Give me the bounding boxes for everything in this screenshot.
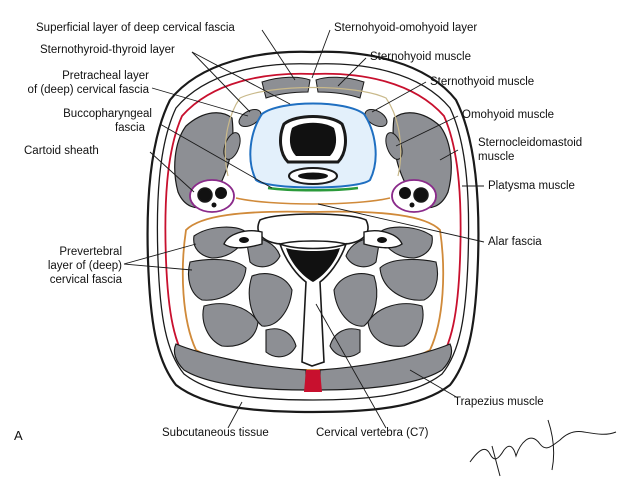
jugular-vein-left xyxy=(215,187,227,199)
label-pretracheal-2: of (deep) cervical fascia xyxy=(27,84,149,96)
label-pretracheal-1: Pretracheal layer xyxy=(62,70,149,82)
label-cervical-vertebra: Cervical vertebra (C7) xyxy=(316,427,429,439)
esophagus-lumen xyxy=(298,172,328,180)
label-prevertebral-1: Prevertebral xyxy=(59,246,122,258)
label-subcutaneous-tissue: Subcutaneous tissue xyxy=(162,427,269,439)
platysma-line xyxy=(156,63,470,401)
label-buccopharyngeal-2: fascia xyxy=(114,122,145,134)
label-sternothyoid-muscle: Sternothyoid muscle xyxy=(430,76,535,88)
signature xyxy=(469,419,617,477)
nuchal-ligament xyxy=(304,370,322,392)
label-alar-fascia: Alar fascia xyxy=(488,236,542,248)
prevertebral-fascia xyxy=(181,210,445,371)
label-sternohyoid-omohyoid-layer: Sternohyoid-omohyoid layer xyxy=(334,22,478,34)
sternohyoid-omohyoid-layer-left xyxy=(224,97,241,177)
label-omohyoid-muscle: Omohyoid muscle xyxy=(462,109,555,121)
label-sternohyoid-muscle: Sternohyoid muscle xyxy=(370,51,471,63)
leader-lines xyxy=(123,29,485,429)
vagus-nerve-right xyxy=(409,202,415,208)
jugular-vein-right xyxy=(399,187,411,199)
buccopharyngeal-fascia xyxy=(267,186,359,192)
label-sternocleidomastoid-2: muscle xyxy=(478,151,515,163)
trapezius-muscle-left xyxy=(173,343,307,391)
vagus-nerve-left xyxy=(211,202,217,208)
vertebral-foramen-right xyxy=(377,237,387,243)
label-prevertebral-2: layer of (deep) xyxy=(47,260,122,272)
sternothyroid-muscle-left xyxy=(238,108,262,128)
panel-letter: A xyxy=(14,428,23,443)
sternohyoid-omohyoid-layer xyxy=(239,86,402,177)
label-platysma-muscle: Platysma muscle xyxy=(488,180,575,192)
label-carotid-sheath: Cartoid sheath xyxy=(24,145,99,157)
label-buccopharyngeal-1: Buccopharyngeal xyxy=(63,108,152,120)
carotid-artery-right xyxy=(413,187,429,203)
vertebral-foramen-left xyxy=(239,237,249,243)
vertebral-arch xyxy=(278,242,348,367)
carotid-artery-left xyxy=(197,187,213,203)
label-sternocleidomastoid-1: Sternocleidomastoid xyxy=(478,137,583,149)
trachea-lumen xyxy=(289,122,337,156)
label-sternothyroid-thyroid-layer: Sternothyroid-thyroid layer xyxy=(40,44,175,56)
spinal-canal xyxy=(286,248,340,282)
label-prevertebral-3: cervical fascia xyxy=(49,274,122,286)
label-superficial-layer: Superficial layer of deep cervical fasci… xyxy=(36,22,235,34)
alar-fascia-line xyxy=(235,197,391,205)
vertebral-body-c7 xyxy=(257,213,369,245)
sternothyroid-muscle-right xyxy=(364,108,388,128)
label-trapezius-muscle: Trapezius muscle xyxy=(454,396,544,408)
